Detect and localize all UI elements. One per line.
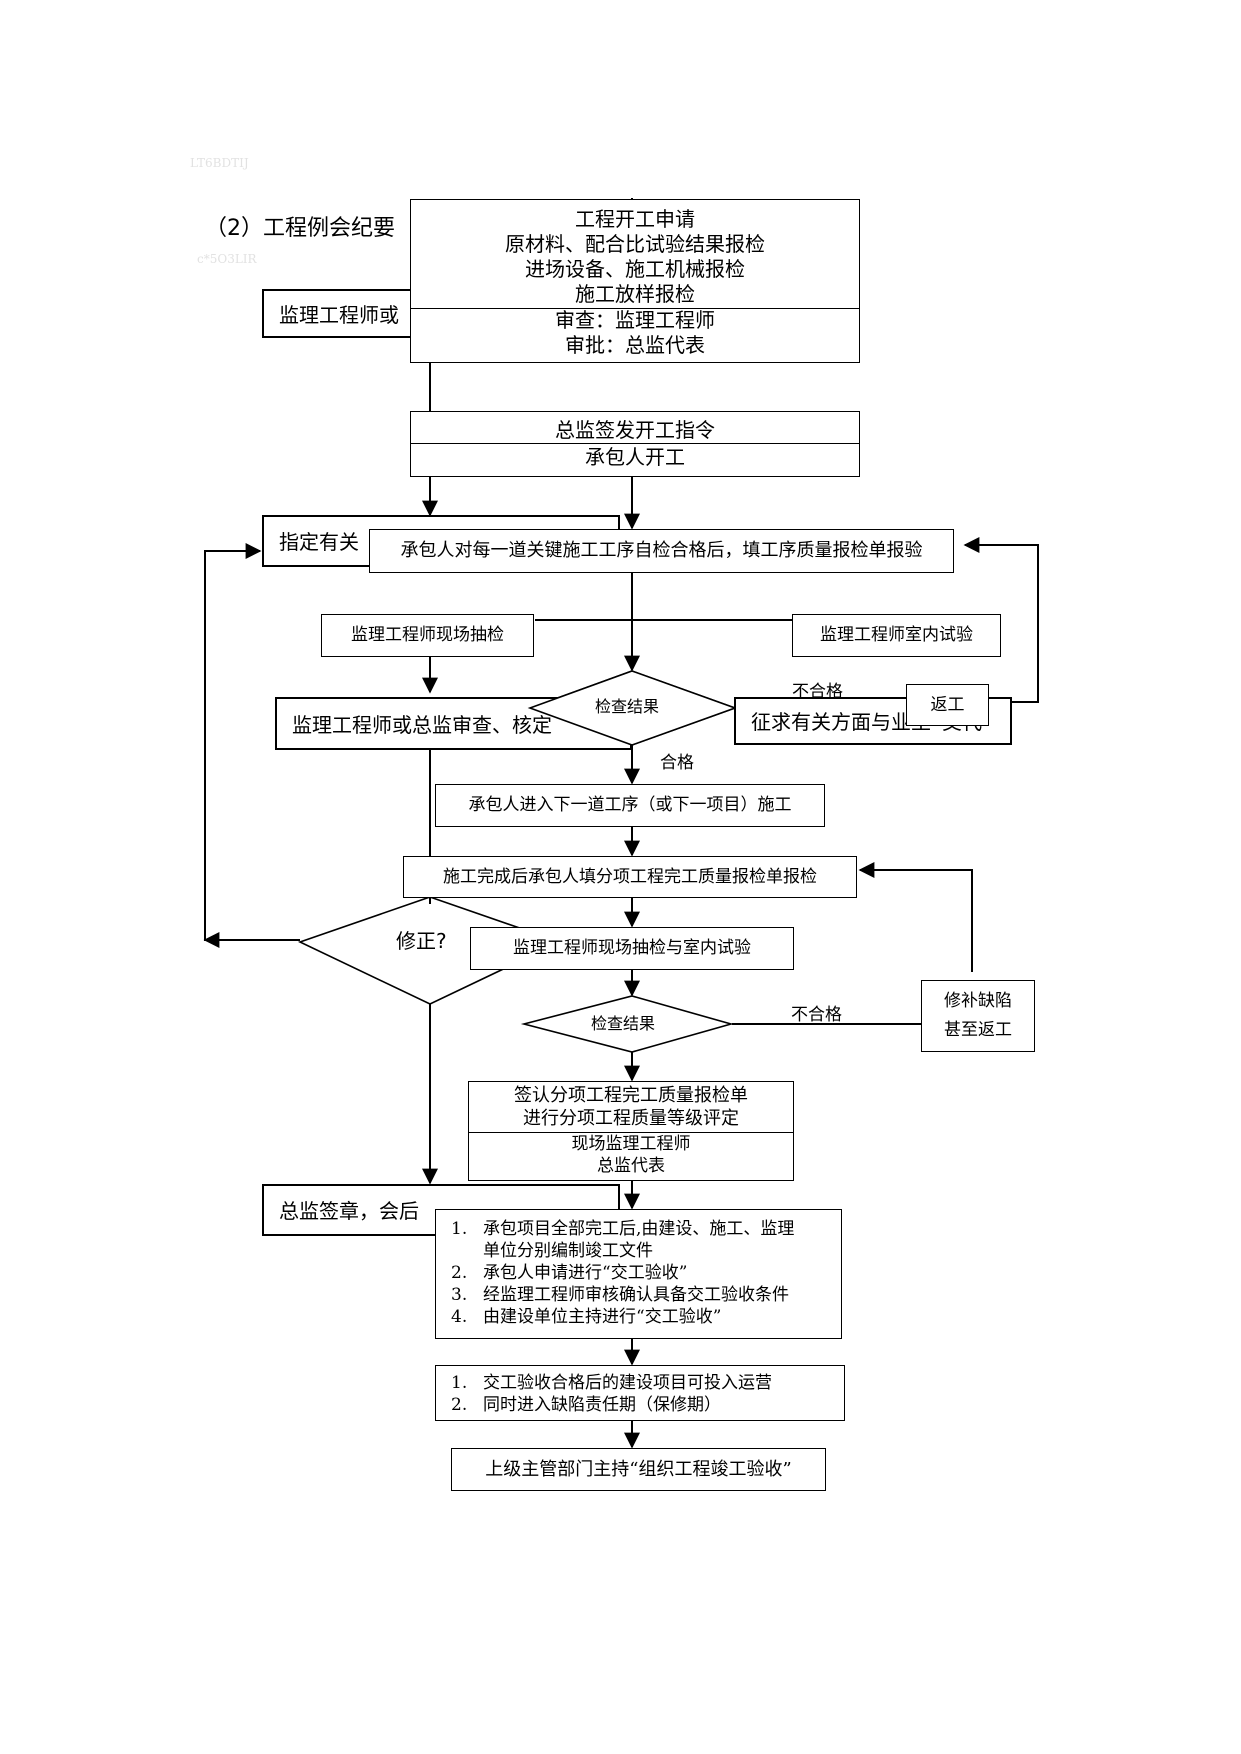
self-check-box: 承包人对每一道关键施工工序自检合格后，填工序质量报检单报验 bbox=[369, 529, 954, 573]
decision-2-label: 检查结果 bbox=[591, 1014, 656, 1033]
self-check-label: 承包人对每一道关键施工工序自检合格后，填工序质量报检单报验 bbox=[400, 540, 923, 561]
repair-line-1: 修补缺陷 bbox=[944, 991, 1012, 1011]
field-lab-label: 监理工程师现场抽检与室内试验 bbox=[513, 938, 751, 958]
handover-item: 单位分别编制竣工文件 bbox=[483, 1241, 653, 1261]
next-step-box: 承包人进入下一道工序（或下一项目）施工 bbox=[435, 784, 825, 827]
sign-box: 签认分项工程完工质量报检单 进行分项工程质量等级评定 现场监理工程师 总监代表 bbox=[468, 1081, 794, 1181]
pass-label: 合格 bbox=[660, 753, 694, 773]
lab-test-box: 监理工程师室内试验 bbox=[792, 614, 1001, 657]
start-line-3: 进场设备、施工机械报检 bbox=[525, 257, 745, 281]
sign-divider bbox=[469, 1132, 793, 1133]
rework-label: 返工 bbox=[930, 695, 965, 715]
repair-box: 修补缺陷 甚至返工 bbox=[921, 980, 1035, 1052]
order-divider bbox=[411, 443, 859, 444]
handover-item: 3.经监理工程师审核确认具备交工验收条件 bbox=[451, 1285, 789, 1305]
start-box: 工程开工申请 原材料、配合比试验结果报检 进场设备、施工机械报检 施工放样报检 … bbox=[410, 199, 860, 363]
order-line-2: 承包人开工 bbox=[585, 445, 685, 469]
operation-list: 1.交工验收合格后的建设项目可投入运营 2.同时进入缺陷责任期（保修期） bbox=[451, 1372, 772, 1416]
completion-report-box: 施工完成后承包人填分项工程完工质量报检单报检 bbox=[403, 856, 857, 898]
rework-box: 返工 bbox=[906, 684, 989, 726]
fix-decision-label: 修正? bbox=[396, 929, 447, 953]
sign-lower-2: 总监代表 bbox=[597, 1156, 665, 1176]
field-check-label: 监理工程师现场抽检 bbox=[351, 625, 504, 645]
consult-label: 征求有关方面与业主 bbox=[751, 710, 931, 734]
decision-1-label: 检查结果 bbox=[595, 697, 660, 716]
handover-list: 1.承包项目全部完工后,由建设、施工、监理 单位分别编制竣工文件 2.承包人申请… bbox=[451, 1218, 794, 1328]
repair-loop bbox=[858, 862, 973, 972]
sign-line-1: 签认分项工程完工质量报检单 bbox=[514, 1085, 748, 1106]
lab-test-label: 监理工程师室内试验 bbox=[820, 625, 973, 645]
order-box: 总监签发开工指令 承包人开工 bbox=[410, 411, 860, 477]
left-box-4-label: 总监签章，会后 bbox=[279, 1199, 419, 1223]
decision-2-shape bbox=[520, 995, 734, 1053]
handover-item: 4.由建设单位主持进行“交工验收” bbox=[451, 1307, 722, 1327]
final-box: 上级主管部门主持“组织工程竣工验收” bbox=[451, 1448, 826, 1491]
operation-item: 1.交工验收合格后的建设项目可投入运营 bbox=[451, 1373, 772, 1393]
start-line-2: 原材料、配合比试验结果报检 bbox=[505, 232, 765, 256]
start-review-1: 审查：监理工程师 bbox=[555, 308, 715, 332]
left-box-3-label: 监理工程师或总监审查、核定 bbox=[292, 713, 552, 737]
left-box-2-label: 指定有关 bbox=[279, 530, 359, 554]
handover-item: 2.承包人申请进行“交工验收” bbox=[451, 1263, 688, 1283]
sign-line-2: 进行分项工程质量等级评定 bbox=[523, 1108, 739, 1129]
left-box-3: 监理工程师或总监审查、核定 bbox=[275, 697, 632, 750]
start-divider bbox=[411, 308, 859, 309]
operation-box: 1.交工验收合格后的建设项目可投入运营 2.同时进入缺陷责任期（保修期） bbox=[435, 1365, 845, 1421]
fail-label-2: 不合格 bbox=[791, 1005, 842, 1025]
operation-item: 2.同时进入缺陷责任期（保修期） bbox=[451, 1395, 721, 1415]
start-line-1: 工程开工申请 bbox=[575, 207, 695, 231]
start-line-4: 施工放样报检 bbox=[575, 282, 695, 306]
left-box-1-label: 监理工程师或 bbox=[279, 303, 399, 327]
page-heading: （2）工程例会纪要 bbox=[205, 216, 395, 241]
start-review-2: 审批：总监代表 bbox=[565, 333, 705, 357]
rework-loop bbox=[963, 537, 1039, 703]
sign-lower-1: 现场监理工程师 bbox=[571, 1134, 691, 1154]
field-lab-box: 监理工程师现场抽检与室内试验 bbox=[470, 927, 794, 970]
handover-box: 1.承包项目全部完工后,由建设、施工、监理 单位分别编制竣工文件 2.承包人申请… bbox=[435, 1209, 842, 1339]
left-box-1: 监理工程师或 bbox=[262, 289, 432, 338]
final-label: 上级主管部门主持“组织工程竣工验收” bbox=[485, 1459, 792, 1480]
repair-line-2: 甚至返工 bbox=[944, 1020, 1012, 1040]
order-line-1: 总监签发开工指令 bbox=[555, 418, 715, 442]
handover-item: 1.承包项目全部完工后,由建设、施工、监理 bbox=[451, 1219, 795, 1239]
faint-mark-1: LT6BDTIJ bbox=[190, 156, 249, 170]
next-step-label: 承包人进入下一道工序（或下一项目）施工 bbox=[468, 795, 792, 815]
fail-label-1: 不合格 bbox=[792, 682, 843, 702]
faint-mark-2: c*5O3LIR bbox=[197, 252, 257, 266]
completion-report-label: 施工完成后承包人填分项工程完工质量报检单报检 bbox=[443, 867, 817, 887]
field-check-box: 监理工程师现场抽检 bbox=[321, 614, 534, 657]
